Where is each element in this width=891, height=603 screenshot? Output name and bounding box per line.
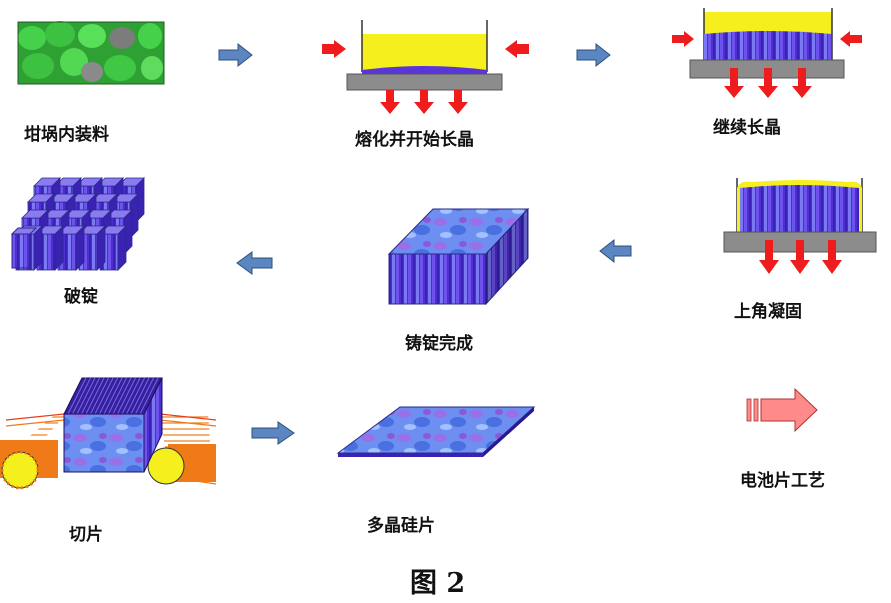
wafer-slice-line [121, 377, 141, 415]
flow-arrow-icon [599, 238, 632, 264]
figure-caption: 图 2 [410, 568, 465, 599]
flow-arrow-icon [251, 421, 295, 445]
wafer-slice-line [117, 377, 136, 415]
wafer-icon [336, 406, 536, 457]
wafer-slice-line [108, 377, 127, 415]
wafer-slice-line [67, 377, 87, 415]
ingot-block-icon [387, 207, 530, 306]
step-label-continue-growth: 继续长晶 [713, 117, 781, 138]
wafer-slice-line [103, 377, 123, 415]
growing-crystal-icon [672, 8, 862, 98]
wafer-slice-line [99, 377, 118, 415]
wafer-slice-line [139, 377, 159, 415]
wafer-slice-line [90, 377, 109, 415]
step-label-ingot-breaking: 破锭 [64, 286, 98, 307]
wire-saw-icon [0, 377, 217, 490]
melting-crucible-icon [322, 20, 529, 114]
wafer-slice-line [126, 377, 145, 415]
wafer-slice-line [135, 377, 154, 415]
broken-ingot-blocks-icon [10, 177, 145, 271]
wafer-slice-line [76, 377, 96, 415]
ingot-brick-top [33, 177, 61, 187]
step-label-crucible-loading: 坩埚内装料 [24, 124, 109, 145]
flow-arrow-icon [236, 251, 273, 275]
step-label-cell-process: 电池片工艺 [740, 470, 825, 491]
wafer-slice-line [81, 377, 100, 415]
wafer-slice-line [94, 377, 114, 415]
wafer-slice-line [112, 377, 132, 415]
step-label-top-solidification: 上角凝固 [734, 301, 802, 322]
ingot-brick-top [27, 193, 55, 203]
step-label-melting-start-growth: 熔化并开始长晶 [355, 129, 474, 150]
wafer-slice-line [72, 377, 91, 415]
flow-arrow-icon [218, 42, 253, 68]
wafer-slice-line [130, 377, 150, 415]
solidification-icon [723, 178, 877, 274]
step-label-multicrystalline-wafer: 多晶硅片 [367, 515, 435, 536]
step-label-slicing: 切片 [69, 524, 103, 545]
crucible-charge-icon [17, 21, 165, 85]
ingot-brick-top [21, 209, 49, 219]
output-arrow-icon [746, 387, 818, 433]
step-label-ingot-complete: 铸锭完成 [405, 333, 473, 354]
wafer-slice-line [85, 377, 105, 415]
flow-arrow-icon [576, 42, 611, 68]
